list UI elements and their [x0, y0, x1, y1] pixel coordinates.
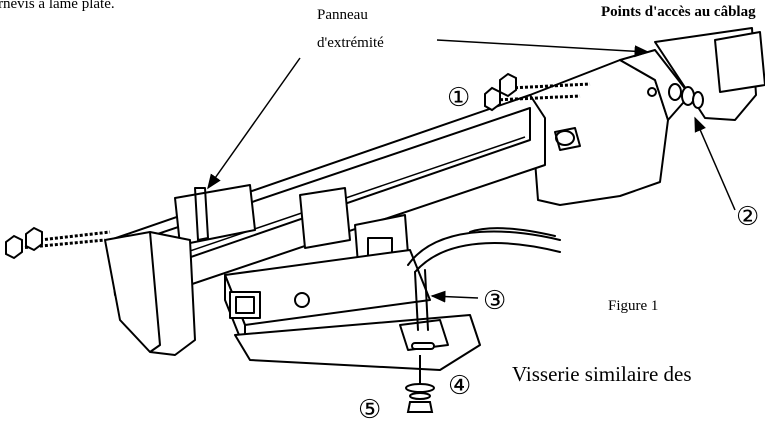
arrow-right-panel	[436, 39, 650, 58]
leader-arrows	[207, 39, 736, 303]
right-end-panel	[529, 27, 765, 206]
arrow-left-panel	[207, 57, 301, 190]
figure-caption: Figure 1	[608, 298, 659, 314]
wiring-access-label: Points d'accès au câblag	[601, 4, 756, 20]
end-panel-label-line2: d'extrémité	[317, 35, 384, 51]
callout-4: ④	[448, 371, 472, 401]
bolt-washer-stack	[405, 355, 435, 413]
right-carriage-bolts	[484, 72, 704, 112]
instruction-fragment: rnevis à lame plate.	[0, 0, 115, 12]
left-carriage-bolts	[5, 226, 111, 260]
hitch-pin-and-clip	[407, 227, 561, 331]
left-end-panel	[104, 184, 256, 356]
callout-1: ①	[447, 83, 471, 113]
similar-hardware-note: Visserie similaire des	[512, 362, 692, 386]
arrow-item-3	[430, 290, 479, 303]
receiver-assembly	[224, 187, 481, 371]
end-panel-label-line1: Panneau	[317, 7, 368, 23]
arrow-item-2	[694, 116, 736, 211]
callout-5: ⑤	[358, 395, 382, 425]
callout-3: ③	[483, 286, 507, 316]
callout-2: ②	[736, 202, 760, 232]
